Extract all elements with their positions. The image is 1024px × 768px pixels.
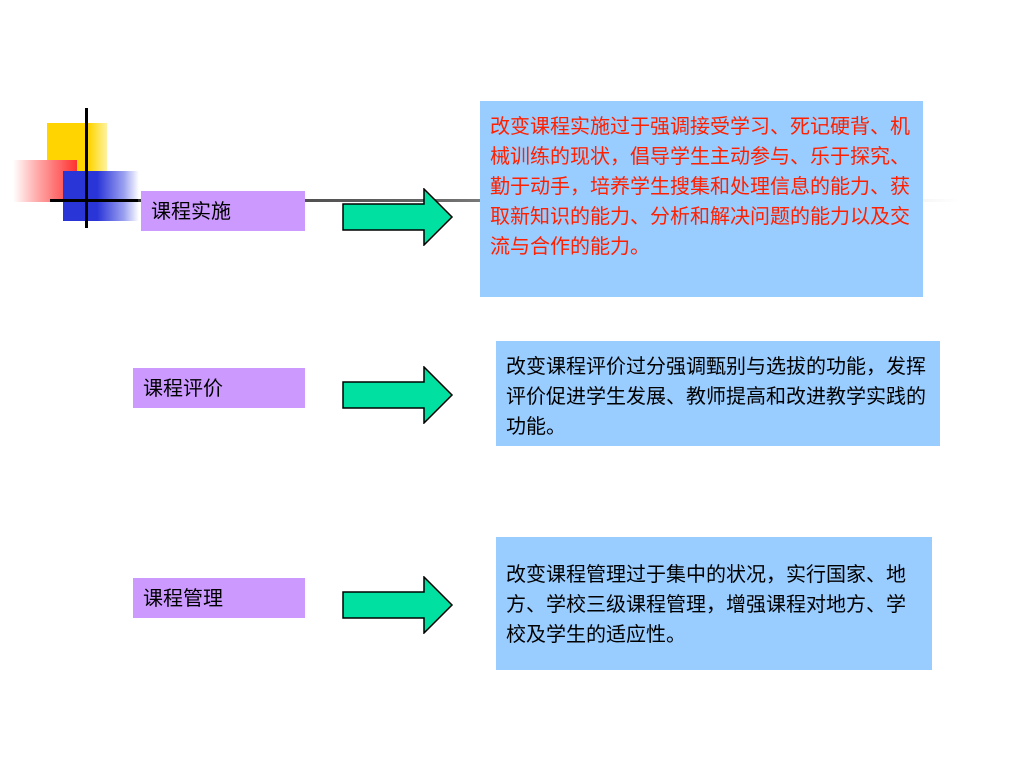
arrow-right-icon <box>342 576 454 634</box>
label-curriculum-management: 课程管理 <box>133 578 305 618</box>
label-curriculum-implementation: 课程实施 <box>141 191 305 231</box>
description-curriculum-implementation: 改变课程实施过于强调接受学习、死记硬背、机械训练的现状，倡导学生主动参与、乐于探… <box>480 101 923 297</box>
description-curriculum-evaluation: 改变课程评价过分强调甄别与选拔的功能，发挥评价促进学生发展、教师提高和改进教学实… <box>496 341 940 446</box>
arrow-right-icon <box>342 188 454 246</box>
arrow-right-icon <box>342 366 454 424</box>
description-curriculum-management: 改变课程管理过于集中的状况，实行国家、地方、学校三级课程管理，增强课程对地方、学… <box>496 537 932 670</box>
logo-horizontal-line <box>50 199 138 202</box>
logo-blue-square <box>63 171 139 221</box>
logo-vertical-line <box>85 108 88 228</box>
label-curriculum-evaluation: 课程评价 <box>133 368 305 408</box>
